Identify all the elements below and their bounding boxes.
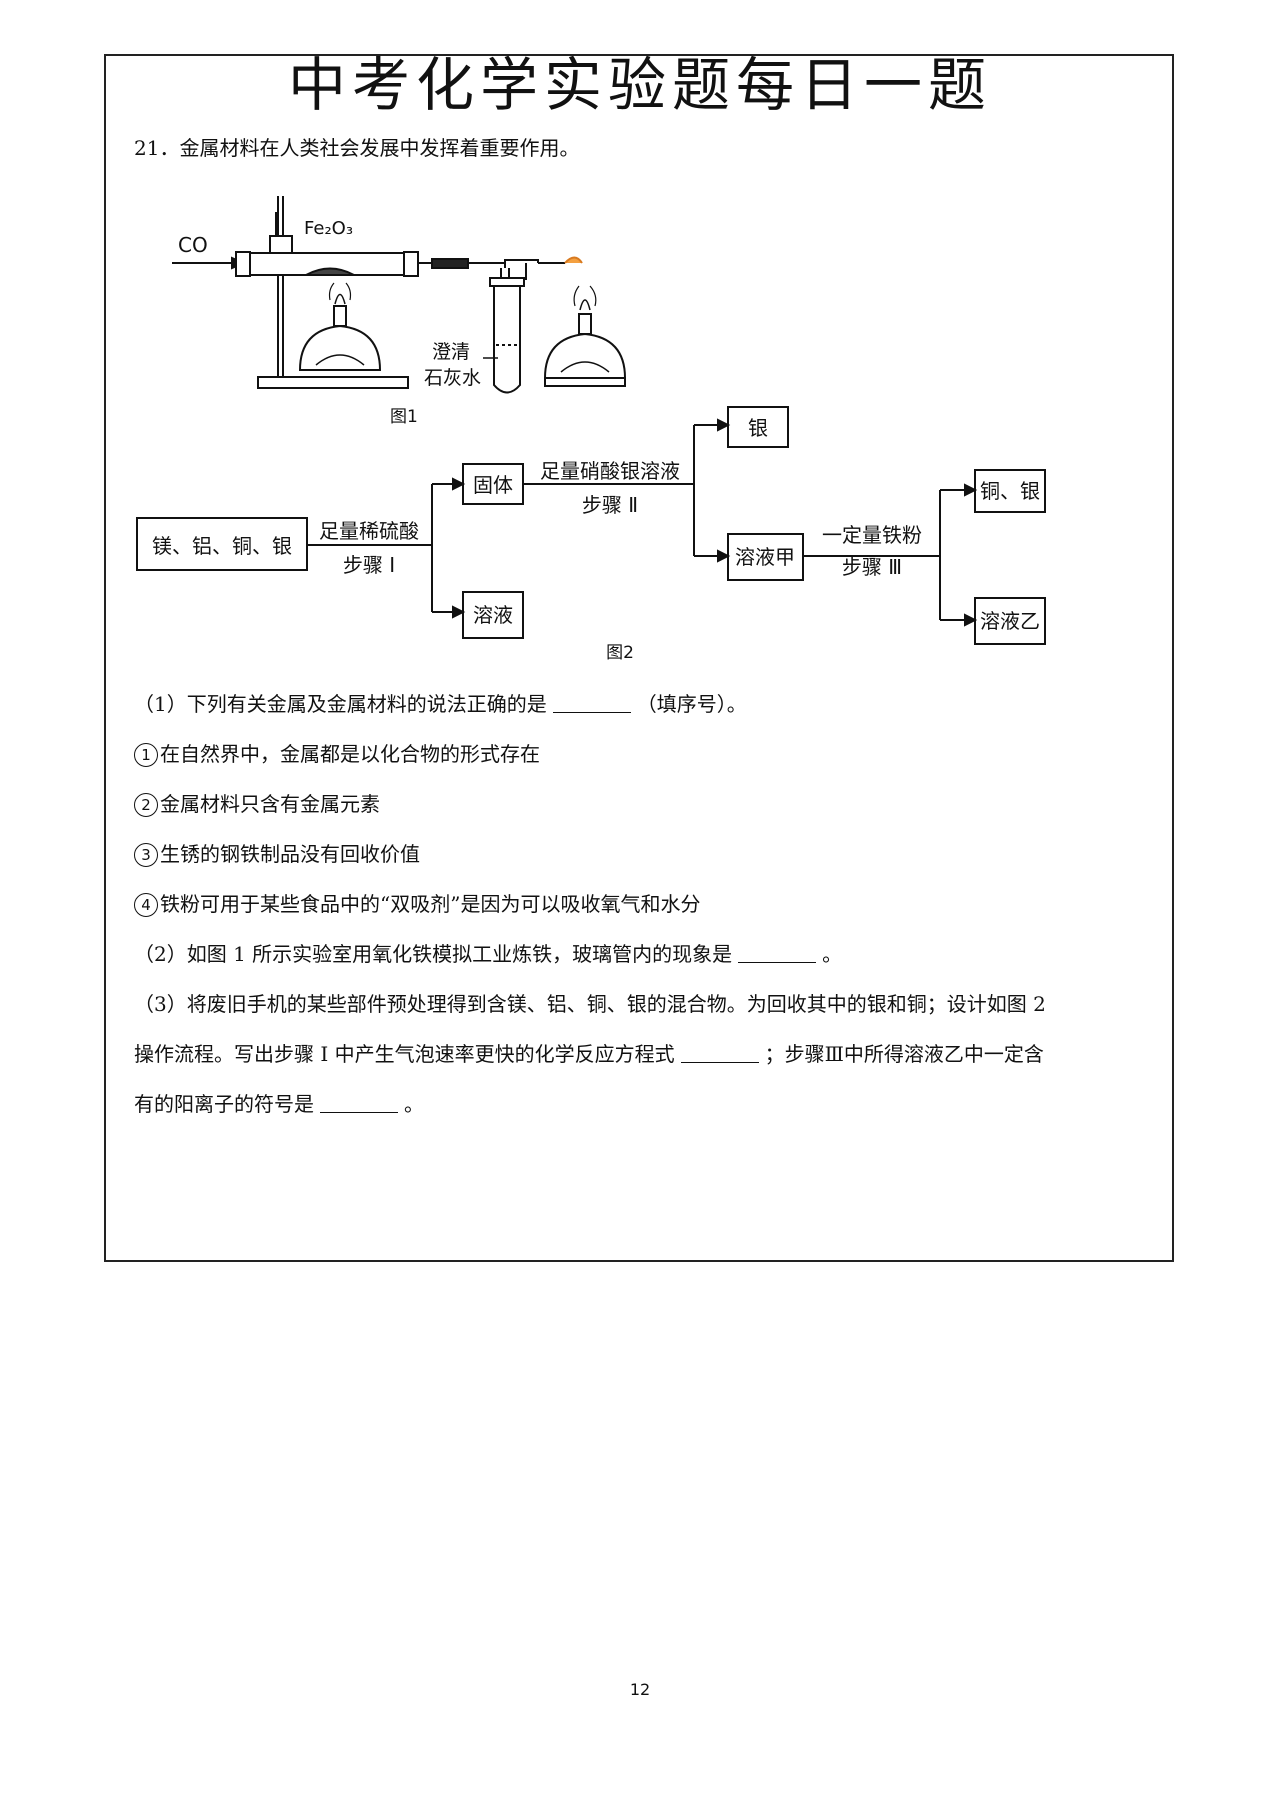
step2-label: 步骤 Ⅱ	[582, 493, 638, 517]
part1-answer-blank[interactable]	[552, 694, 631, 713]
limewater-label-1: 澄清	[432, 341, 470, 363]
step1-label: 步骤 Ⅰ	[343, 553, 395, 577]
figure2-flowchart	[136, 406, 1046, 645]
box-copper-silver: 铜、银	[980, 479, 1040, 503]
option-text: 生锈的钢铁制品没有回收价值	[160, 842, 420, 866]
part1-prompt-text: （1）下列有关金属及金属材料的说法正确的是	[134, 692, 547, 716]
page-number: 12	[629, 1680, 651, 1699]
fe2o3-label: Fe₂O₃	[304, 218, 353, 239]
option-text: 在自然界中，金属都是以化合物的形式存在	[160, 742, 540, 766]
box-solution-a: 溶液甲	[735, 545, 795, 569]
box-solid: 固体	[473, 473, 513, 497]
figure2-caption: 图2	[606, 643, 634, 663]
part2-prompt: （2）如图 1 所示实验室用氧化铁模拟工业炼铁，玻璃管内的现象是 。	[134, 940, 842, 968]
part3-line2: 操作流程。写出步骤 Ⅰ 中产生气泡速率更快的化学反应方程式 ；步骤Ⅲ中所得溶液乙中…	[134, 1040, 1044, 1068]
question-stem: 21．金属材料在人类社会发展中发挥着重要作用。	[134, 136, 580, 160]
step3-reagent: 一定量铁粉	[822, 523, 922, 547]
part2-prompt-text: （2）如图 1 所示实验室用氧化铁模拟工业炼铁，玻璃管内的现象是	[134, 942, 733, 966]
option-number: 1	[134, 743, 158, 767]
part3-cation-blank[interactable]	[320, 1094, 398, 1113]
co-label: CO	[178, 233, 208, 257]
step2-reagent: 足量硝酸银溶液	[540, 459, 680, 483]
figures: CO Fe₂O₃ 澄清 石灰水 图1 镁、铝、铜、银 足量稀硫酸	[136, 196, 1046, 663]
option-text: 金属材料只含有金属元素	[160, 792, 380, 816]
option-number: 4	[134, 893, 158, 917]
part3-line2-suffix: ；步骤Ⅲ中所得溶液乙中一定含	[764, 1042, 1044, 1066]
option-number: 3	[134, 843, 158, 867]
box-silver: 银	[748, 416, 768, 440]
box-metal-mixture: 镁、铝、铜、银	[152, 534, 292, 558]
part3-equation-blank[interactable]	[680, 1044, 759, 1063]
box-solution: 溶液	[473, 603, 513, 627]
page-title: 中考化学实验题每日一题	[287, 51, 992, 119]
limewater-label-2: 石灰水	[424, 367, 481, 389]
option-number: 2	[134, 793, 158, 817]
step1-reagent: 足量稀硫酸	[319, 519, 419, 543]
option-text: 铁粉可用于某些食品中的“双吸剂”是因为可以吸收氧气和水分	[160, 892, 701, 916]
part3-line3-text: 有的阳离子的符号是	[134, 1092, 314, 1116]
part1-prompt-suffix: （填序号）。	[636, 692, 747, 716]
question-frame	[104, 54, 1174, 1262]
box-solution-b: 溶液乙	[980, 609, 1040, 633]
part3-line2-text: 操作流程。写出步骤 Ⅰ 中产生气泡速率更快的化学反应方程式	[134, 1042, 675, 1066]
part2-answer-blank[interactable]	[738, 944, 817, 963]
figure1-caption: 图1	[390, 407, 418, 427]
figure1-apparatus	[172, 196, 627, 394]
part3-line3-suffix: 。	[404, 1092, 424, 1116]
part2-prompt-suffix: 。	[822, 942, 843, 966]
part3-line3: 有的阳离子的符号是 。	[134, 1090, 424, 1118]
part1-prompt: （1）下列有关金属及金属材料的说法正确的是 （填序号）。	[134, 690, 747, 718]
part3-line1: （3）将废旧手机的某些部件预处理得到含镁、铝、铜、银的混合物。为回收其中的银和铜…	[134, 992, 1046, 1016]
step3-label: 步骤 Ⅲ	[842, 555, 902, 579]
